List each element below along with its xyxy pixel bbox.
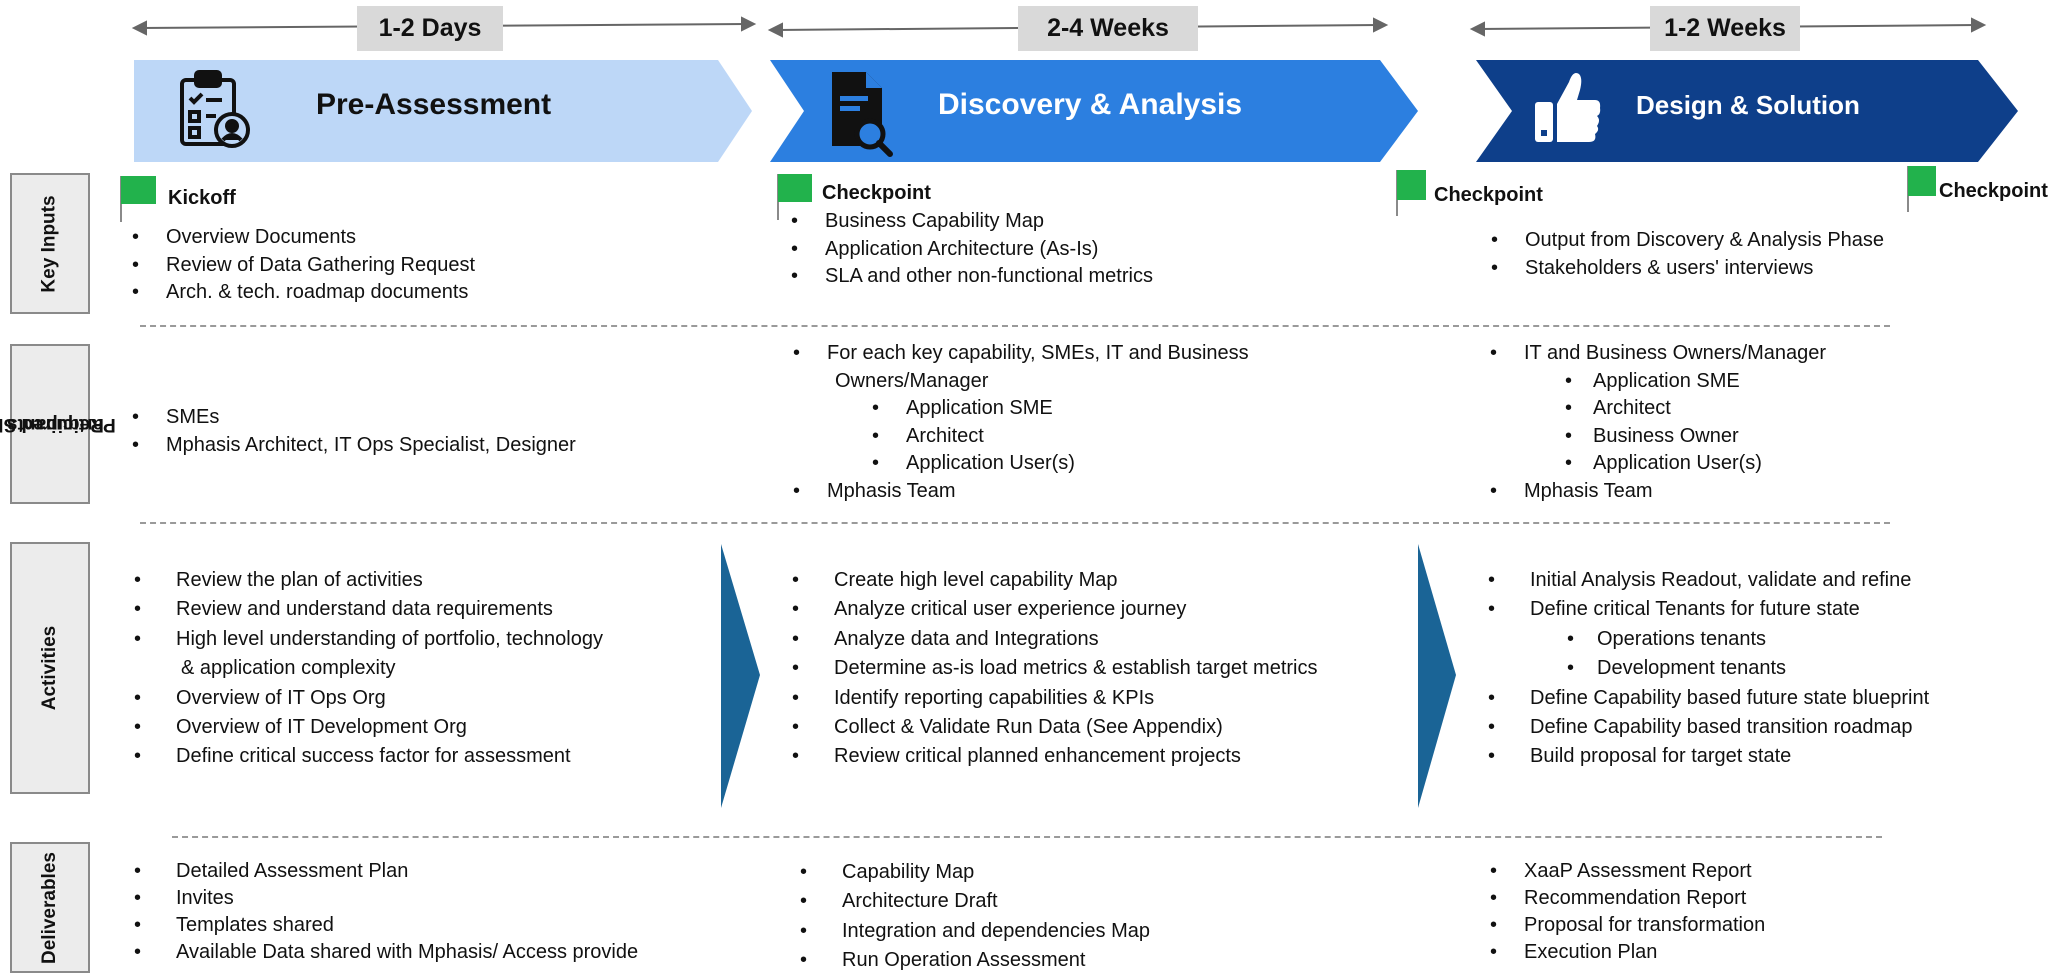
list-item: Stakeholders & users' interviews <box>1491 255 1884 283</box>
discovery-chevron <box>770 60 1418 162</box>
phase-title-discovery: Discovery & Analysis <box>938 88 1243 121</box>
deliverables-design: XaaP Assessment Report Recommendation Re… <box>1490 858 1765 966</box>
activity-arrow-1 <box>721 544 760 808</box>
list-item: Available Data shared with Mphasis/ Acce… <box>134 939 638 966</box>
document-search-icon <box>832 72 893 157</box>
list-item: Application Architecture (As-Is) <box>791 236 1153 264</box>
milestone-kickoff: Kickoff <box>168 187 236 209</box>
deliverables-pre: Detailed Assessment Plan Invites Templat… <box>134 858 638 966</box>
milestone-checkpoint-1: Checkpoint <box>822 182 931 204</box>
participants-discovery: For each key capability, SMEs, IT and Bu… <box>793 340 1249 505</box>
thumbs-up-icon <box>1535 73 1601 142</box>
list-item: Identify reporting capabilities & KPIs <box>792 684 1318 714</box>
activities-design: Initial Analysis Readout, validate and r… <box>1488 566 1929 772</box>
list-item: Define critical Tenants for future state <box>1488 595 1929 625</box>
separator-3 <box>172 836 1882 838</box>
list-item: High level understanding of portfolio, t… <box>134 625 603 655</box>
pre-assessment-chevron <box>134 60 752 162</box>
list-item: SMEs <box>132 404 576 432</box>
list-sub-item: Application SME <box>1490 368 1826 396</box>
list-item: Run Operation Assessment <box>800 946 1150 976</box>
list-item-continued: Owners/Manager <box>835 369 989 392</box>
separator-2 <box>140 522 1890 524</box>
list-item: For each key capability, SMEs, IT and Bu… <box>793 340 1249 368</box>
activities-pre: Review the plan of activities Review and… <box>134 566 603 772</box>
duration-discovery: 2-4 Weeks <box>1018 6 1198 51</box>
list-item: Architecture Draft <box>800 887 1150 917</box>
list-item: Recommendation Report <box>1490 885 1765 912</box>
list-item: Review the plan of activities <box>134 566 603 596</box>
list-item: Integration and dependencies Map <box>800 917 1150 947</box>
activity-arrow-2 <box>1418 544 1456 808</box>
list-item: IT and Business Owners/Manager <box>1490 340 1826 368</box>
separator-1 <box>140 325 1890 327</box>
list-item: Analyze critical user experience journey <box>792 595 1318 625</box>
duration-pre-assessment: 1-2 Days <box>357 6 503 51</box>
list-item-continued: & application complexity <box>181 657 396 680</box>
list-item: Build proposal for target state <box>1488 742 1929 772</box>
list-item: Collect & Validate Run Data (See Appendi… <box>792 713 1318 743</box>
list-item: Mphasis Team <box>1490 478 1826 506</box>
key-inputs-discovery: Business Capability Map Application Arch… <box>791 208 1153 291</box>
list-item: Templates shared <box>134 912 638 939</box>
row-label-participants: Required SMEParticipants <box>0 344 115 504</box>
clipboard-user-icon <box>180 70 250 148</box>
list-item: Capability Map <box>800 858 1150 888</box>
list-sub-item: Application User(s) <box>793 450 1249 478</box>
flag-icon <box>1907 166 1936 212</box>
flag-icon <box>1396 170 1426 216</box>
list-item: SLA and other non-functional metrics <box>791 263 1153 291</box>
row-label-key-inputs: Key Inputs <box>10 173 90 314</box>
list-item: Review of Data Gathering Request <box>132 252 475 280</box>
participants-design: IT and Business Owners/Manager Applicati… <box>1490 340 1826 505</box>
list-sub-item: Operations tenants <box>1488 625 1929 655</box>
list-item: Invites <box>134 885 638 912</box>
flag-icon <box>777 174 812 220</box>
activities-discovery: Create high level capability Map Analyze… <box>792 566 1318 772</box>
list-sub-item: Development tenants <box>1488 654 1929 684</box>
milestone-checkpoint-3: Checkpoint <box>1939 180 2048 202</box>
list-item: XaaP Assessment Report <box>1490 858 1765 885</box>
list-item: Create high level capability Map <box>792 566 1318 596</box>
list-item: Mphasis Architect, IT Ops Specialist, De… <box>132 432 576 460</box>
list-item: Overview of IT Ops Org <box>134 684 603 714</box>
list-item: Determine as-is load metrics & establish… <box>792 654 1318 684</box>
list-item: Define critical success factor for asses… <box>134 742 603 772</box>
list-item: Output from Discovery & Analysis Phase <box>1491 227 1884 255</box>
phase-title-design: Design & Solution <box>1636 90 1860 120</box>
list-item: Review and understand data requirements <box>134 595 603 625</box>
flag-icon <box>120 176 156 222</box>
list-item: Overview Documents <box>132 224 475 252</box>
list-item: Business Capability Map <box>791 208 1153 236</box>
list-item: Overview of IT Development Org <box>134 713 603 743</box>
list-item: Proposal for transformation <box>1490 912 1765 939</box>
key-inputs-pre: Overview Documents Review of Data Gather… <box>132 224 475 307</box>
list-item: Arch. & tech. roadmap documents <box>132 279 475 307</box>
milestone-checkpoint-2: Checkpoint <box>1434 184 1543 206</box>
list-item: Mphasis Team <box>793 478 1249 506</box>
duration-design: 1-2 Weeks <box>1650 6 1800 51</box>
list-item: Define Capability based future state blu… <box>1488 684 1929 714</box>
list-sub-item: Business Owner <box>1490 423 1826 451</box>
row-label-deliverables: Deliverables <box>10 842 90 973</box>
list-item: Analyze data and Integrations <box>792 625 1318 655</box>
list-sub-item: Application User(s) <box>1490 450 1826 478</box>
row-label-activities: Activities <box>10 542 90 794</box>
list-item: Initial Analysis Readout, validate and r… <box>1488 566 1929 596</box>
list-sub-item: Application SME <box>793 395 1249 423</box>
phase-chevrons <box>134 60 2018 162</box>
list-item: Review critical planned enhancement proj… <box>792 742 1318 772</box>
list-item: Define Capability based transition roadm… <box>1488 713 1929 743</box>
design-chevron <box>1476 60 2018 162</box>
list-item: Detailed Assessment Plan <box>134 858 638 885</box>
list-sub-item: Architect <box>793 423 1249 451</box>
list-sub-item: Architect <box>1490 395 1826 423</box>
list-item: Execution Plan <box>1490 939 1765 966</box>
milestone-flags <box>120 166 1936 222</box>
phase-title-pre-assessment: Pre-Assessment <box>316 88 552 121</box>
key-inputs-design: Output from Discovery & Analysis Phase S… <box>1491 227 1884 282</box>
participants-pre: SMEs Mphasis Architect, IT Ops Specialis… <box>132 404 576 459</box>
deliverables-discovery: Capability Map Architecture Draft Integr… <box>800 858 1150 976</box>
